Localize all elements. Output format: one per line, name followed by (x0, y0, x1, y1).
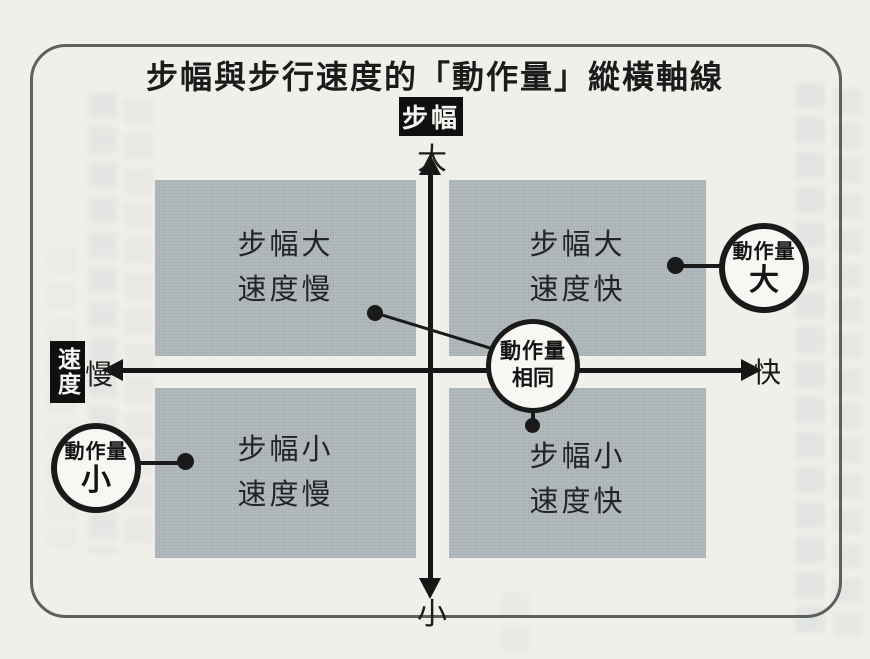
figure-frame (30, 44, 842, 618)
callout-equal-activity: 動作量 相同 (486, 319, 580, 413)
quadrant-top-right: 步幅大 速度快 (449, 180, 706, 356)
connector-dot-top-right-quadrant (667, 257, 684, 274)
vertical-axis-max-label: 大 (417, 143, 447, 176)
connector-line-small-callout (140, 461, 186, 465)
arrowhead-left-icon (102, 359, 123, 381)
quadrant-bottom-right-line1: 步幅小 (529, 441, 626, 474)
arrowhead-down-icon (419, 578, 441, 599)
vertical-axis-name-badge: 步幅 (399, 97, 463, 136)
connector-line-center-to-bottom-right (531, 404, 535, 426)
quadrant-bottom-left-line1: 步幅小 (237, 434, 334, 467)
callout-large-line1: 動作量 (732, 240, 796, 263)
callout-large-activity: 動作量 大 (719, 223, 809, 313)
quadrant-top-right-line1: 步幅大 (529, 229, 626, 262)
vertical-axis-min-label: 小 (417, 598, 447, 631)
quadrant-bottom-left-line2: 速度慢 (237, 479, 334, 511)
callout-large-line2: 大 (749, 263, 779, 297)
horizontal-axis-name-badge: 速度 (50, 341, 85, 403)
horizontal-axis-left-label: 慢 (85, 359, 114, 390)
bleed-through-smudge (795, 82, 825, 634)
bleed-through-smudge (500, 592, 530, 652)
arrowhead-up-icon (419, 154, 441, 175)
connector-dot-bottom-right-quadrant (525, 418, 540, 433)
connector-dot-bottom-left-quadrant (177, 453, 194, 470)
quadrant-bottom-right: 步幅小 速度快 (449, 388, 706, 558)
callout-small-activity: 動作量 小 (51, 423, 141, 513)
figure-title: 步幅與步行速度的「動作量」縱橫軸線 (145, 59, 724, 95)
vertical-axis-line (428, 172, 433, 580)
quadrant-top-left-line2: 速度慢 (237, 274, 334, 306)
quadrant-bottom-left: 步幅小 速度慢 (155, 388, 416, 558)
quadrant-top-left-line1: 步幅大 (237, 229, 334, 262)
callout-equal-line2: 相同 (512, 367, 554, 391)
quadrant-bottom-right-line2: 速度快 (529, 486, 626, 518)
callout-equal-line1: 動作量 (500, 340, 566, 364)
connector-dot-top-left-quadrant (367, 305, 383, 321)
quadrant-top-left: 步幅大 速度慢 (155, 180, 416, 356)
callout-small-line2: 小 (81, 463, 111, 497)
bleed-through-smudge (833, 88, 863, 636)
horizontal-axis-right-label: 快 (753, 357, 782, 388)
callout-small-line1: 動作量 (64, 440, 128, 463)
connector-line-large-callout (674, 264, 722, 268)
arrowhead-right-icon (741, 359, 762, 381)
quadrant-top-right-line2: 速度快 (529, 274, 626, 306)
